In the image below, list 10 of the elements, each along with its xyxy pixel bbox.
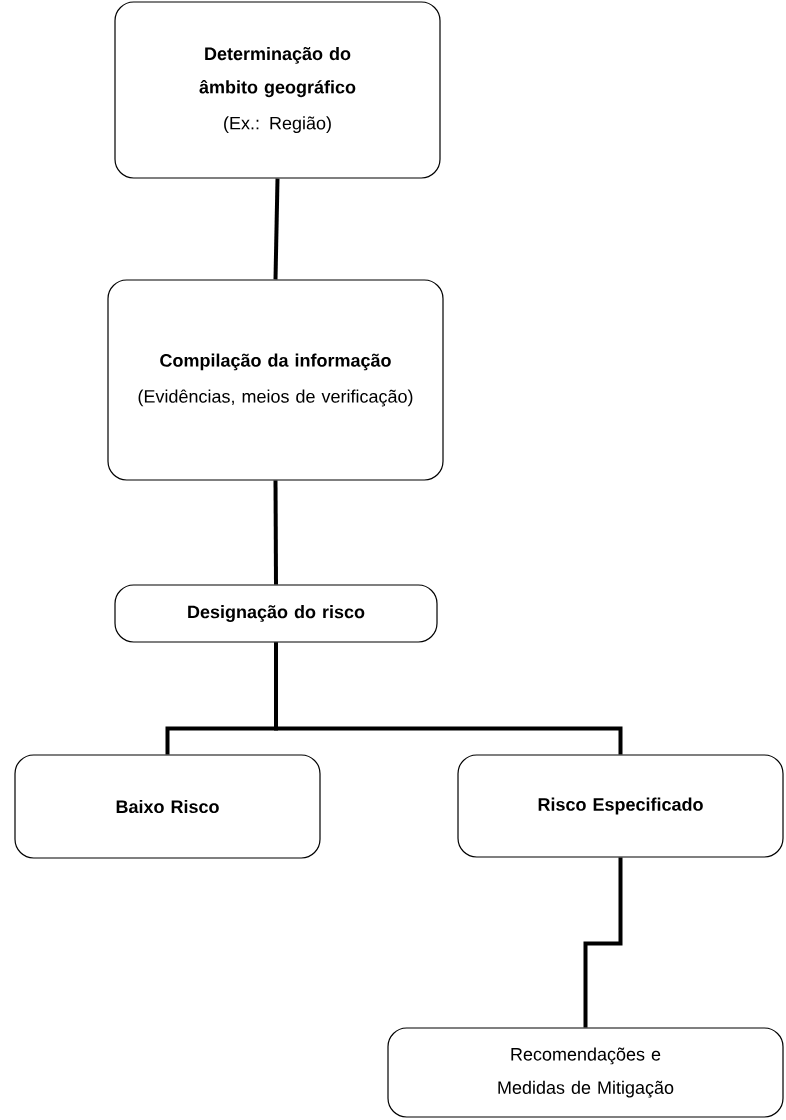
process-box: Risco Especificado bbox=[457, 754, 784, 858]
process-box: Baixo Risco bbox=[14, 754, 321, 859]
process-box: Designação do risco bbox=[114, 584, 438, 643]
connector-line bbox=[274, 642, 623, 755]
connector-line bbox=[273, 178, 280, 280]
connector-line bbox=[583, 857, 623, 1028]
process-box: Compilação da informação (Evidências, meios de verificação) bbox=[107, 279, 444, 481]
process-box: Recomendações e Medidas de Mitigação bbox=[387, 1027, 784, 1118]
connector-line bbox=[273, 480, 278, 585]
process-box: Determinação do âmbito geográfico (Ex.: Região) bbox=[114, 1, 441, 179]
